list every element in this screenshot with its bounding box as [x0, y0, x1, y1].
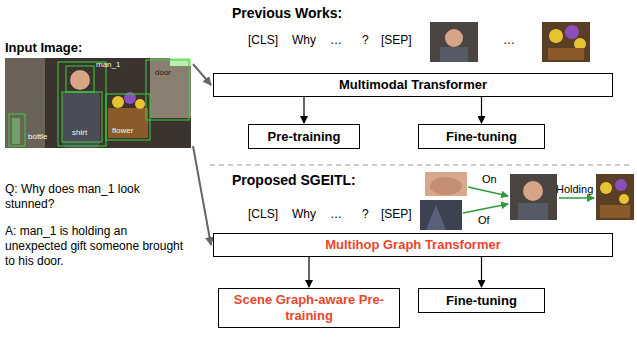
token: [CLS] — [248, 207, 278, 222]
object-tag: shirt — [72, 128, 87, 138]
edge-label: Of — [478, 214, 490, 228]
stage-box: Pre-training — [248, 124, 360, 149]
question: Q: Why does man_1 look stunned? — [5, 182, 187, 212]
box-label: Fine-tuning — [446, 293, 517, 309]
edge-label: On — [482, 173, 497, 187]
token: … — [330, 207, 342, 222]
box-label: Multihop Graph Transformer — [325, 237, 501, 253]
answer: A: man_1 is holding an unexpected gift s… — [5, 224, 187, 269]
box-label: Pre-training — [268, 129, 341, 145]
separator — [210, 164, 632, 165]
stage-box: Fine-tuning — [418, 124, 545, 149]
edge-label: Holding — [556, 183, 593, 197]
token: … — [330, 33, 342, 48]
connector-arrow — [308, 257, 309, 287]
transformer-box: Multimodal Transformer — [213, 73, 613, 97]
connector-arrow — [193, 146, 211, 245]
connector-arrow — [193, 64, 211, 85]
object-tag: bottle — [28, 132, 48, 142]
man-thumbnail — [430, 22, 478, 62]
token: [SEP] — [381, 33, 412, 48]
stage-box: Fine-tuning — [418, 288, 545, 313]
object-tag: man_1 — [96, 60, 120, 70]
section-title: Previous Works: — [232, 5, 342, 23]
shirt-crop — [420, 200, 462, 230]
connector-arrow — [481, 257, 482, 287]
stage-box: Scene Graph-aware Pre-training — [218, 288, 400, 328]
object-tag: door — [155, 68, 171, 78]
box-label: Fine-tuning — [446, 129, 517, 145]
box-label: Multimodal Transformer — [339, 77, 487, 93]
head-crop — [425, 172, 467, 196]
token: [SEP] — [381, 207, 412, 222]
flower-node-image — [596, 174, 634, 220]
image-heading: Input Image: — [5, 40, 191, 56]
object-tag: flower — [112, 126, 133, 136]
section-title: Proposed SGEITL: — [232, 172, 356, 190]
transformer-box: Multihop Graph Transformer — [213, 233, 613, 257]
connector-arrow — [481, 97, 482, 123]
token: Why — [292, 207, 316, 222]
token: ? — [362, 207, 369, 222]
man-node-image — [510, 174, 557, 220]
flower-thumbnail — [542, 22, 590, 62]
token: … — [503, 33, 515, 48]
token: Why — [292, 33, 316, 48]
box-label: Scene Graph-aware Pre-training — [225, 292, 393, 323]
token: [CLS] — [248, 33, 278, 48]
connector-arrow — [303, 97, 304, 123]
token: ? — [362, 33, 369, 48]
input-photo — [5, 58, 191, 148]
